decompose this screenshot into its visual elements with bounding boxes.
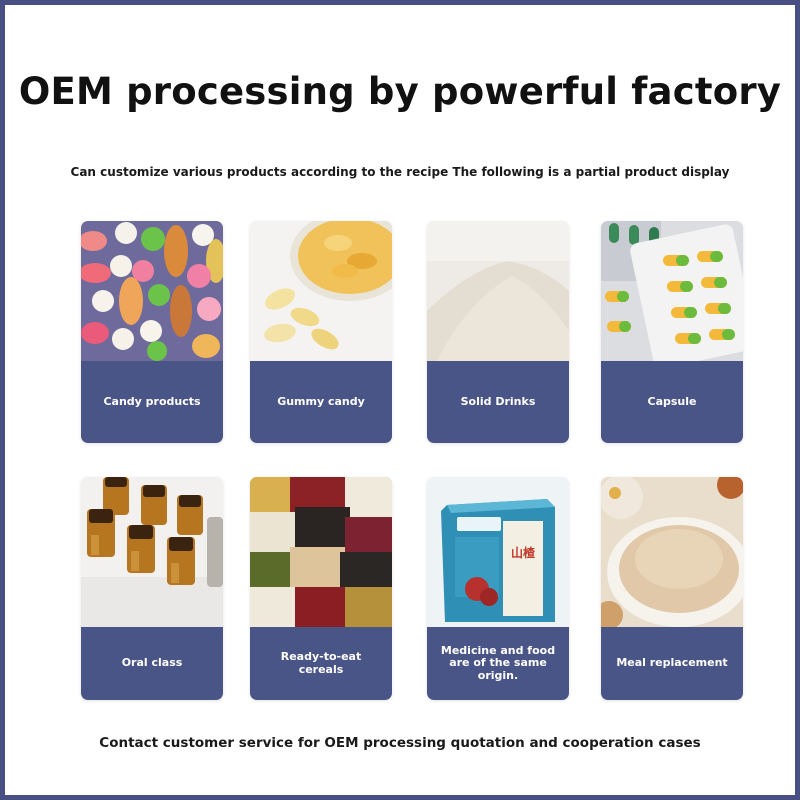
- oral-vials-image: [81, 477, 223, 627]
- meal-powder-image: [601, 477, 743, 627]
- tin-box-text: 山楂: [511, 545, 536, 560]
- product-label: Oral class: [81, 627, 223, 700]
- product-card-oral[interactable]: Oral class: [81, 477, 223, 700]
- candy-image: [81, 221, 223, 361]
- capsule-image: [601, 221, 743, 361]
- product-card-gummy[interactable]: Gummy candy: [250, 221, 392, 443]
- cereals-image: [250, 477, 392, 627]
- product-label: Solid Drinks: [427, 361, 569, 443]
- product-card-solid-drinks[interactable]: Solid Drinks: [427, 221, 569, 443]
- product-card-meal-replacement[interactable]: Meal replacement: [601, 477, 743, 700]
- product-card-candy[interactable]: Candy products: [81, 221, 223, 443]
- powder-image: [427, 221, 569, 361]
- product-card-cereals[interactable]: Ready-to-eat cereals: [250, 477, 392, 700]
- tin-box-image: 山楂: [427, 477, 569, 627]
- gummy-image: [250, 221, 392, 361]
- product-card-capsule[interactable]: Capsule: [601, 221, 743, 443]
- product-label: Meal replacement: [601, 627, 743, 700]
- product-label: Gummy candy: [250, 361, 392, 443]
- page-title: OEM processing by powerful factory: [18, 70, 782, 113]
- product-label: Medicine and food are of the same origin…: [427, 627, 569, 700]
- contact-footer: Contact customer service for OEM process…: [99, 735, 701, 751]
- product-label: Ready-to-eat cereals: [250, 627, 392, 700]
- page-subtitle: Can customize various products according…: [70, 165, 730, 179]
- product-label: Candy products: [81, 361, 223, 443]
- product-label: Capsule: [601, 361, 743, 443]
- product-card-medicine-food[interactable]: 山楂 Medicine and food are of the same ori…: [427, 477, 569, 700]
